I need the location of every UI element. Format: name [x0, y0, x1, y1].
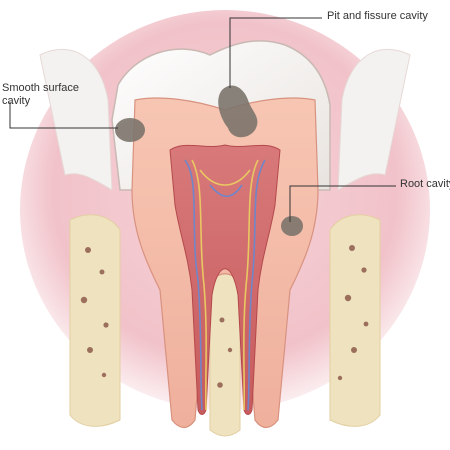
- label-smooth-line-1: Smooth surface: [2, 82, 80, 94]
- root-decay-icon: [281, 216, 303, 236]
- left-neighbor-tooth: [39, 48, 113, 191]
- label-root-cavity: Root cavity: [400, 178, 450, 190]
- smooth-surface-decay-icon: [115, 118, 145, 142]
- label-pit-and-fissure-cavity: Pit and fissure cavity: [327, 10, 428, 22]
- label-smooth-line-2: cavity: [2, 95, 31, 107]
- jaw-bone-left: [69, 214, 121, 427]
- right-neighbor-tooth: [337, 48, 411, 191]
- label-smooth-surface-cavity: Smooth surface cavity: [2, 82, 79, 108]
- pit-fissure-decay-icon: [218, 85, 258, 138]
- nerves-and-vessels: [184, 159, 266, 411]
- jaw-bone-right: [329, 214, 381, 427]
- pit-leader-line: [229, 17, 322, 88]
- jaw-bone-center: [209, 267, 241, 437]
- leader-lines: [9, 17, 396, 222]
- pulp-chamber: [169, 144, 281, 415]
- root-leader-line: [289, 185, 396, 222]
- smooth-leader-line: [9, 102, 118, 129]
